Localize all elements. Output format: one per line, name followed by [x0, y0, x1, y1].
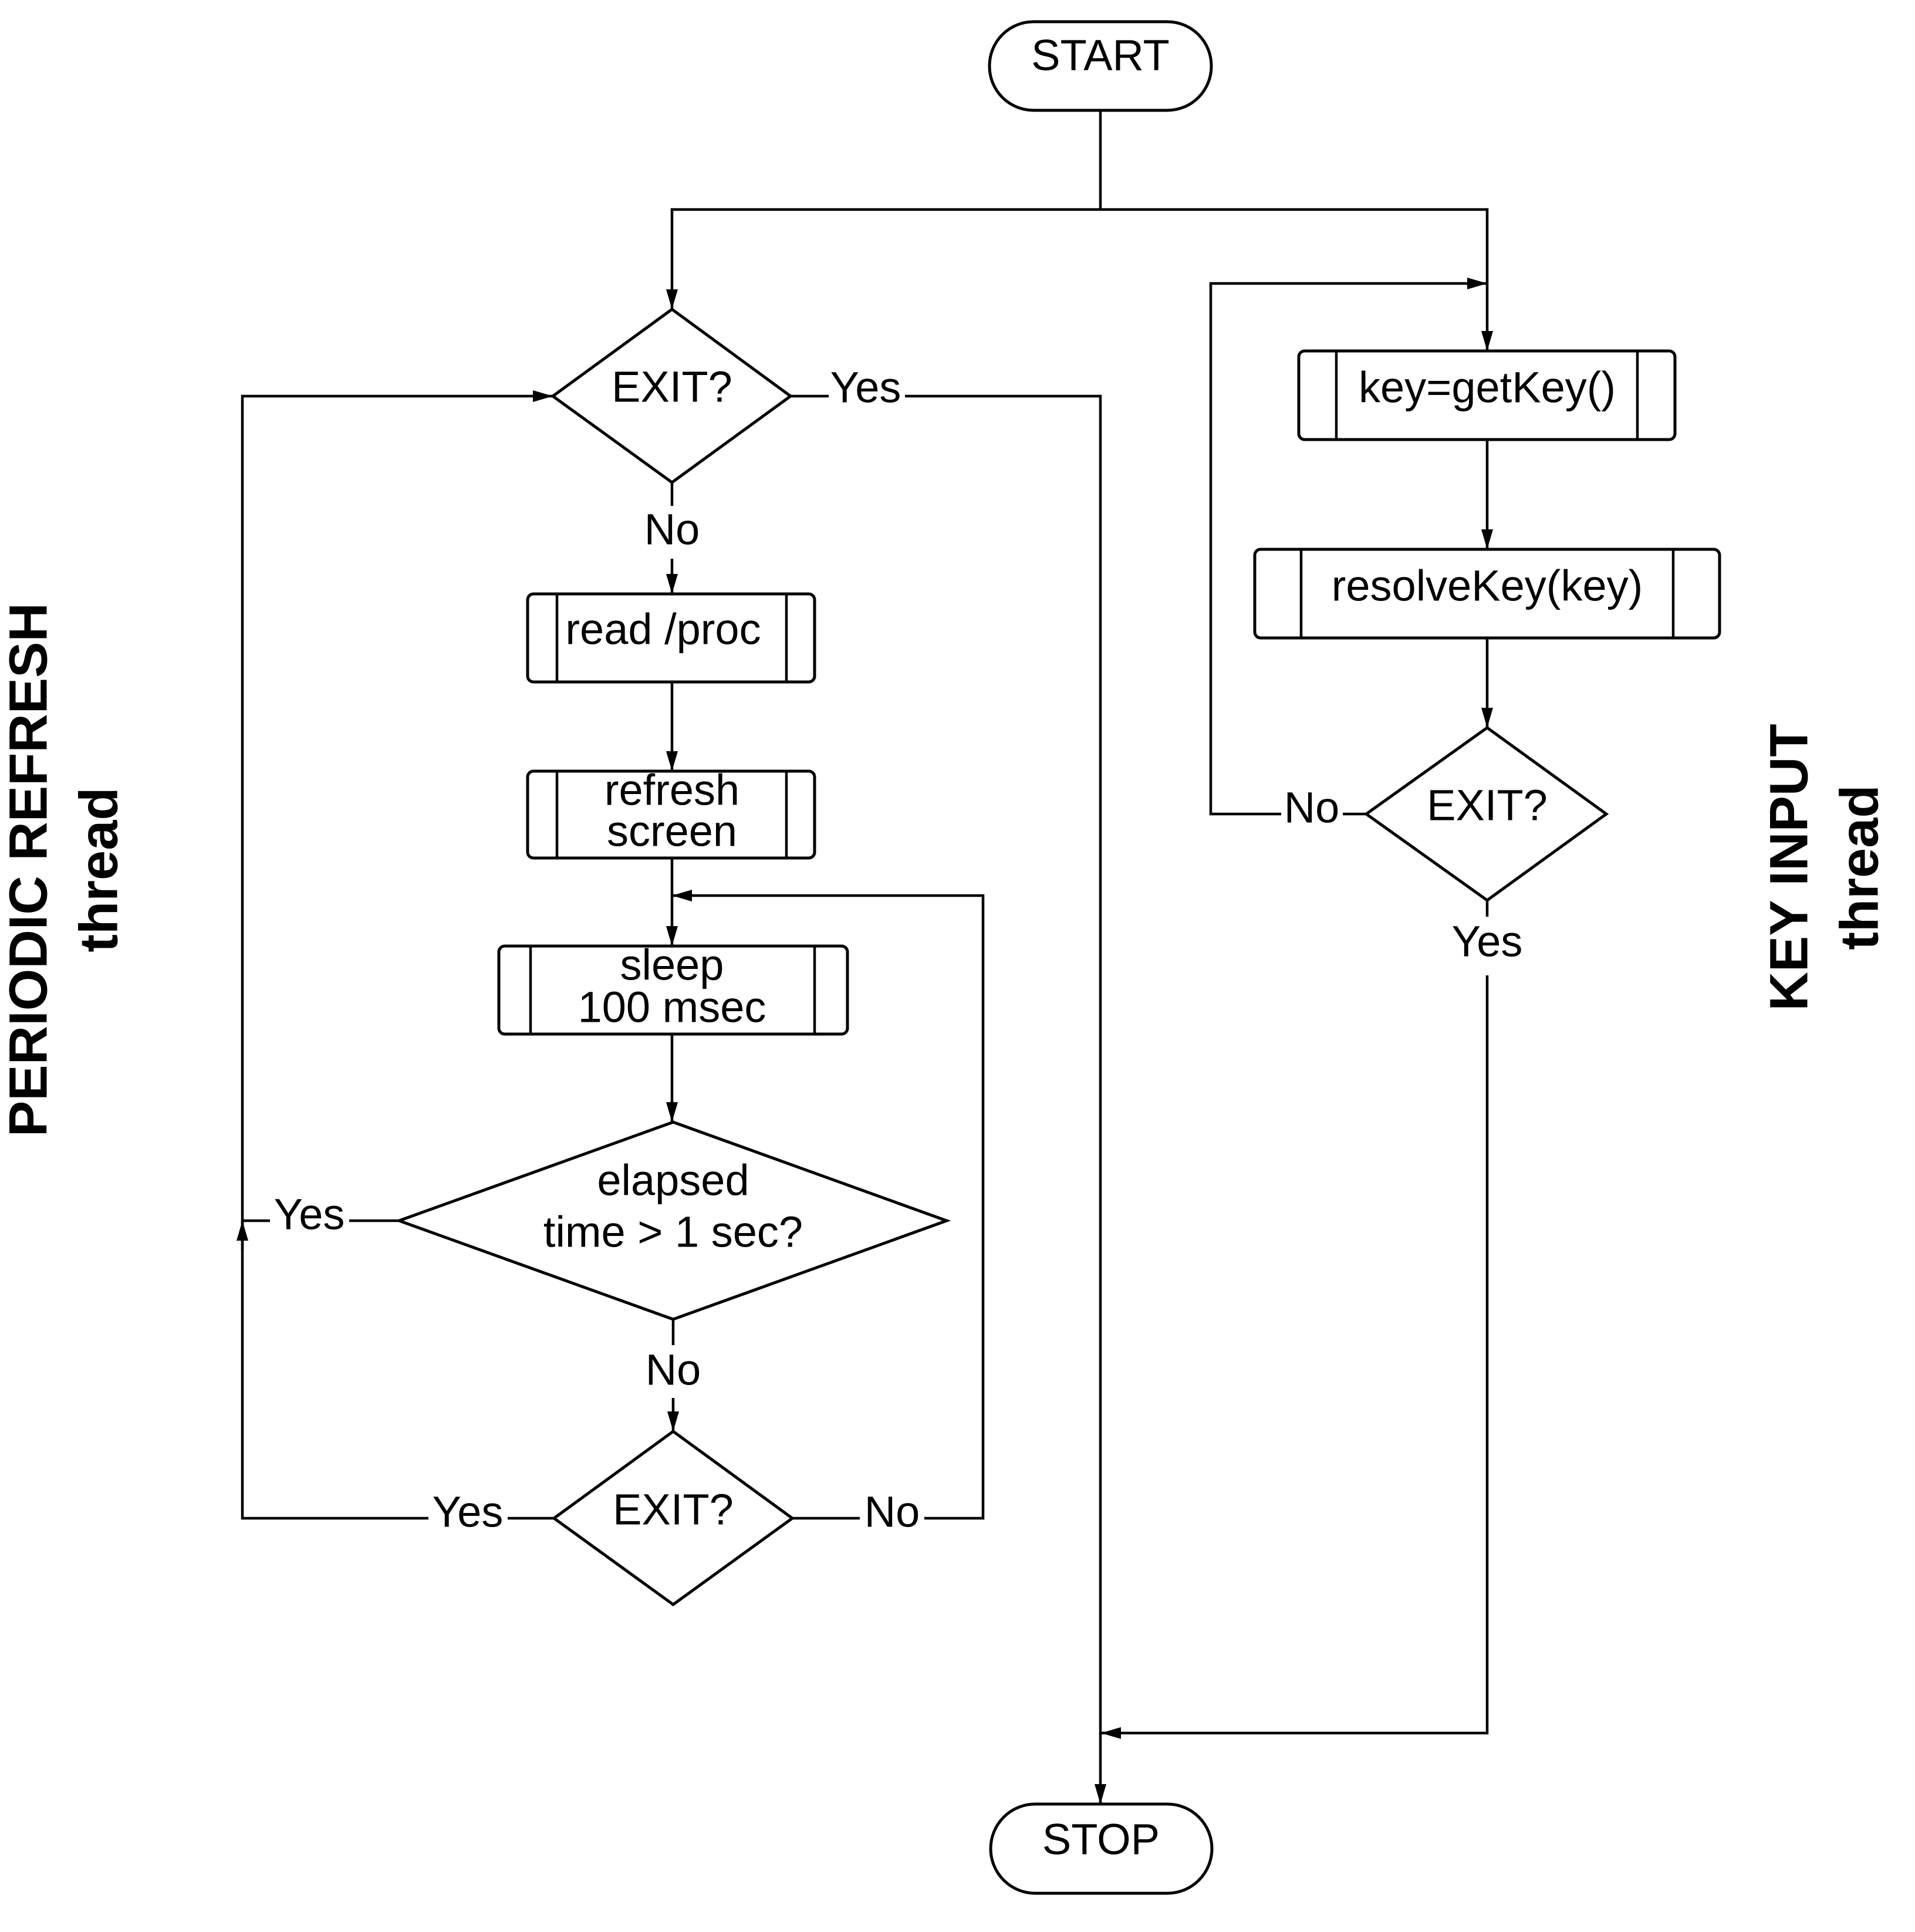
connector-exit-right-yes-to-stop: [1101, 900, 1489, 1739]
decision-exit-top: EXIT?: [550, 307, 793, 485]
decision-exit-bottom: EXIT?: [551, 1429, 795, 1607]
lane-title-right-line2: thread: [1829, 785, 1889, 950]
process-get-key: key=getKey(): [1297, 349, 1677, 441]
stop-label: STOP: [1042, 1815, 1160, 1864]
process-resolve-key-label: resolveKey(key): [1332, 562, 1643, 610]
lane-title-left: PERIODIC REFRESH thread: [0, 603, 129, 1137]
process-resolve-key: resolveKey(key): [1253, 548, 1721, 640]
edge-label-exit-right-no: No: [1284, 783, 1340, 832]
edge-label-exit-top-no: No: [644, 505, 700, 554]
decision-elapsed: elapsed time > 1 sec?: [394, 1120, 951, 1321]
edge-label-exit-right-yes: Yes: [1452, 917, 1523, 966]
lane-title-left-line2: thread: [69, 787, 129, 952]
decision-elapsed-line2: time > 1 sec?: [543, 1208, 803, 1257]
process-sleep-line2: 100 msec: [578, 983, 766, 1032]
process-sleep: sleep 100 msec: [497, 941, 849, 1036]
decision-exit-right: EXIT?: [1363, 725, 1609, 903]
edge-label-elapsed-no: No: [646, 1346, 701, 1394]
connector-exit-top-yes-to-stop: [791, 394, 1106, 1804]
stop-terminal: STOP: [989, 1802, 1214, 1895]
process-sleep-line1: sleep: [620, 941, 724, 989]
edge-label-elapsed-yes: Yes: [274, 1190, 345, 1239]
lane-title-right-line1: KEY INPUT: [1759, 724, 1819, 1011]
decision-exit-bottom-label: EXIT?: [613, 1485, 734, 1534]
decision-exit-top-label: EXIT?: [612, 363, 732, 411]
decision-exit-right-label: EXIT?: [1427, 781, 1548, 830]
lane-title-right: KEY INPUT thread: [1759, 724, 1889, 1011]
edge-label-exit-bottom-yes: Yes: [433, 1488, 504, 1536]
process-get-key-label: key=getKey(): [1359, 363, 1616, 412]
start-terminal: START: [988, 20, 1213, 112]
process-read-proc-label: read /proc: [565, 605, 761, 654]
process-refresh-line2: screen: [607, 807, 737, 856]
edge-label-exit-top-yes: Yes: [830, 363, 901, 412]
connector-exit-bottom-yes-loop: [241, 1221, 554, 1520]
process-read-proc: read /proc: [526, 592, 816, 684]
connector-branch-to-right-thread: [1100, 208, 1493, 351]
process-refresh-screen: refresh screen: [526, 766, 816, 860]
connector-elapsed-yes-loop: [241, 390, 553, 1222]
connector-branch-to-left-thread: [666, 208, 1100, 309]
lane-title-left-line1: PERIODIC REFRESH: [0, 603, 58, 1137]
decision-elapsed-line1: elapsed: [597, 1156, 749, 1205]
start-label: START: [1031, 31, 1170, 80]
edge-label-exit-bottom-no: No: [864, 1488, 920, 1536]
process-refresh-line1: refresh: [604, 766, 739, 815]
